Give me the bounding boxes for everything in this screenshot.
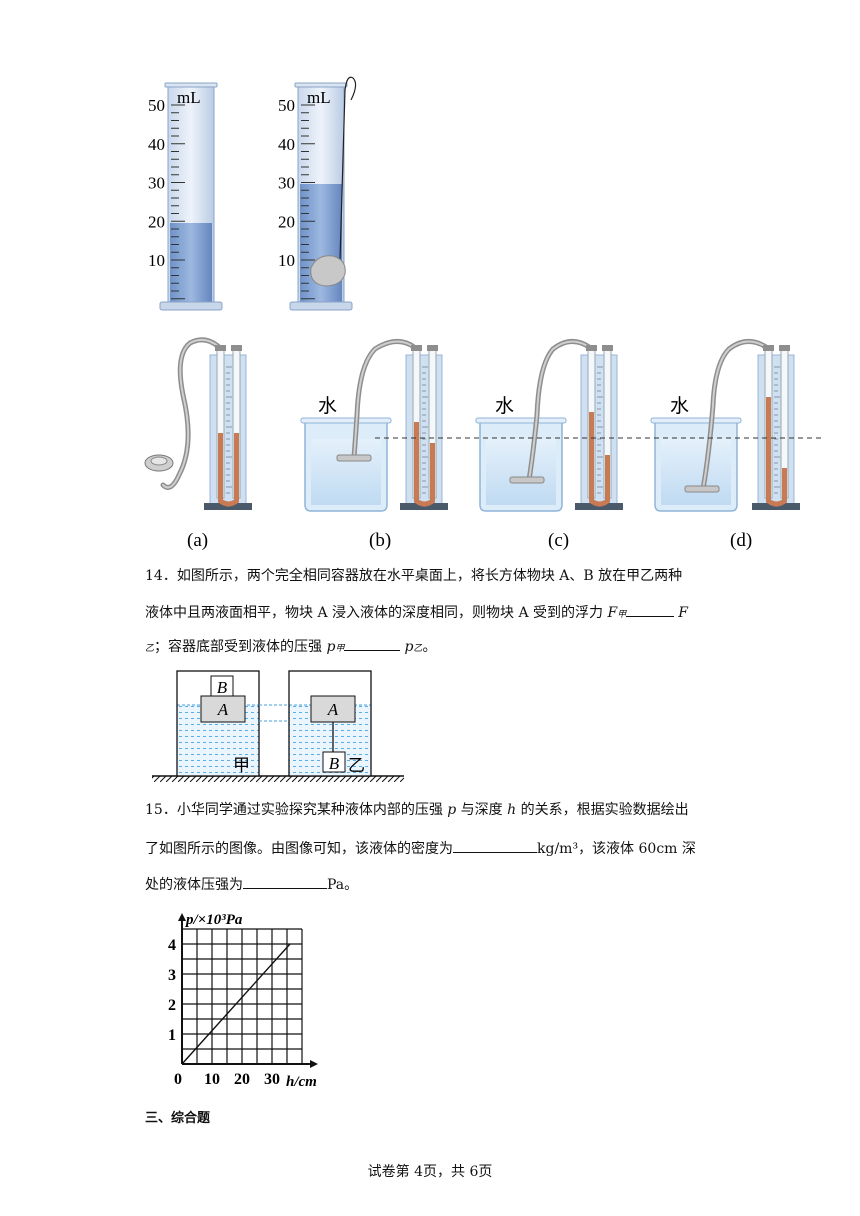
chart-x-tick-label: 0 <box>174 1071 182 1088</box>
chart-y-tick-label: 1 <box>168 1027 176 1044</box>
block-b-left-label: B <box>217 678 228 697</box>
q14-line2-text: 液体中且两液面相平，物块 A 浸入液体的深度相同，则物块 A 受到的浮力 <box>145 605 608 621</box>
q15-unit-density: kg/m³ <box>537 841 579 857</box>
container-right <box>288 670 372 777</box>
chart-series-line <box>181 943 291 1065</box>
cylinder-tick-label: 30 <box>148 174 165 193</box>
q14-F-jia: F <box>607 605 618 621</box>
cylinder-tick-label: 30 <box>278 174 295 193</box>
q14-F-yi-sub: 乙 <box>145 644 155 654</box>
chart-series <box>181 943 291 1065</box>
water-label-d: 水 <box>670 395 689 417</box>
cylinder-tick-label: 10 <box>148 251 165 270</box>
chart-x-tick-label: 20 <box>234 1071 250 1088</box>
q15-line1-b: 与深度 <box>456 802 508 818</box>
container-right-label: 乙 <box>348 756 365 776</box>
q15-line1-a: 15．小华同学通过实验探究某种液体内部的压强 <box>145 802 448 818</box>
q14-F-yi: F <box>678 605 688 621</box>
block-b-left <box>210 675 234 697</box>
q15-p: p <box>447 802 457 818</box>
q14-p-yi: p <box>404 639 414 655</box>
container-left-label: 甲 <box>233 756 250 776</box>
q14-p-jia-sub: 甲 <box>335 644 345 654</box>
cylinder-tick-label: 50 <box>278 96 295 115</box>
cylinder-tick-label: 40 <box>148 135 165 154</box>
chart-x-tick-label: 30 <box>264 1071 280 1088</box>
block-a-left-label: A <box>217 700 229 719</box>
chart-tick-labels: 0 10 20 30 1 2 3 4 <box>168 937 280 1088</box>
caption-b: (b) <box>369 530 391 551</box>
caption-a: (a) <box>187 530 208 551</box>
q15-line3: 处的液体压强为 Pa。 <box>145 876 358 892</box>
cylinder-tick-label: 40 <box>278 135 295 154</box>
q14-end: 。 <box>422 639 437 655</box>
q15-line2-a: 了如图所示的图像。由图像可知，该液体的密度为 <box>145 841 453 857</box>
q14-line1: 14．如图所示，两个完全相同容器放在水平桌面上，将长方体物块 A、B 放在甲乙两… <box>145 568 683 584</box>
cylinder-right-unit: mL <box>307 88 331 107</box>
q15-line3-a: 处的液体压强为 <box>145 877 243 893</box>
q15-answer-blank-1[interactable] <box>453 840 537 853</box>
container-left <box>176 670 260 777</box>
q15-h: h <box>507 802 517 818</box>
caption-d: (d) <box>730 530 752 551</box>
u-tube-manometer <box>650 339 800 512</box>
q14-p-jia: p <box>326 639 336 655</box>
chart-y-axis-arrow <box>178 913 186 921</box>
chart-ylabel: p/×10³Pa <box>184 912 243 928</box>
block-a-right-label: A <box>327 700 339 719</box>
q14-answer-blank-2[interactable] <box>344 638 401 651</box>
manometer-figure: 水 水 水 (a) (b) (c) (d) <box>144 337 825 551</box>
pressure-depth-chart: 0 10 20 30 1 2 3 4 p/×10³Pa h/cm <box>168 912 318 1090</box>
cylinder-tick-label: 10 <box>278 251 295 270</box>
q15-unit-pa: Pa <box>327 877 345 893</box>
water-label-b: 水 <box>318 395 337 417</box>
cylinder-right-scale: 50 40 30 20 10 <box>278 96 295 270</box>
cylinder-right <box>289 76 357 311</box>
u-tube-manometer <box>160 337 252 510</box>
block-b-right <box>322 751 346 773</box>
block-a-left <box>200 695 246 723</box>
q14-line3-text: ；容器底部受到液体的压强 <box>154 639 327 655</box>
water-label-c: 水 <box>495 395 514 417</box>
u-tube-manometer <box>475 339 623 512</box>
graduated-cylinders-figure: mL 50 40 30 20 10 mL 50 40 30 20 10 <box>148 76 357 311</box>
cylinder-tick-label: 50 <box>148 96 165 115</box>
q15-end: 。 <box>344 877 359 893</box>
cylinder-tick-label: 20 <box>278 212 295 231</box>
chart-axes <box>178 913 318 1068</box>
block-b-right-label: B <box>329 754 340 773</box>
cylinder-left-scale: 50 40 30 20 10 <box>148 96 165 270</box>
chart-grid <box>182 928 303 1064</box>
chart-y-tick-label: 2 <box>168 997 176 1014</box>
q14-F-jia-sub: 甲 <box>617 610 627 620</box>
chart-x-axis-arrow <box>310 1060 318 1068</box>
cylinder-tick-label: 20 <box>148 212 165 231</box>
chart-y-tick-label: 4 <box>168 937 176 954</box>
chart-xlabel: h/cm <box>286 1074 317 1090</box>
q15-answer-blank-2[interactable] <box>243 876 327 889</box>
page-footer: 试卷第 4页，共 6页 <box>367 1164 493 1180</box>
q15-line1: 15．小华同学通过实验探究某种液体内部的压强 p 与深度 h 的关系，根据实验数… <box>145 803 689 817</box>
chart-y-tick-label: 3 <box>168 967 176 984</box>
section-3-title: 三、综合题 <box>145 1111 211 1126</box>
q15-line2-b: ，该液体 60cm 深 <box>578 841 696 857</box>
u-tube-manometer <box>300 339 448 512</box>
caption-c: (c) <box>548 530 569 551</box>
cylinder-left-unit: mL <box>177 88 201 107</box>
chart-x-tick-label: 10 <box>204 1071 220 1088</box>
q15-line1-c: 的关系，根据实验数据绘出 <box>516 802 689 818</box>
q14-answer-blank-1[interactable] <box>626 604 675 617</box>
q15-line2: 了如图所示的图像。由图像可知，该液体的密度为 kg/m³，该液体 60cm 深 <box>145 840 696 856</box>
cylinder-left <box>159 82 223 311</box>
q14-p-yi-sub: 乙 <box>413 644 423 654</box>
containers-figure: A B 甲 A B 乙 <box>152 670 404 782</box>
